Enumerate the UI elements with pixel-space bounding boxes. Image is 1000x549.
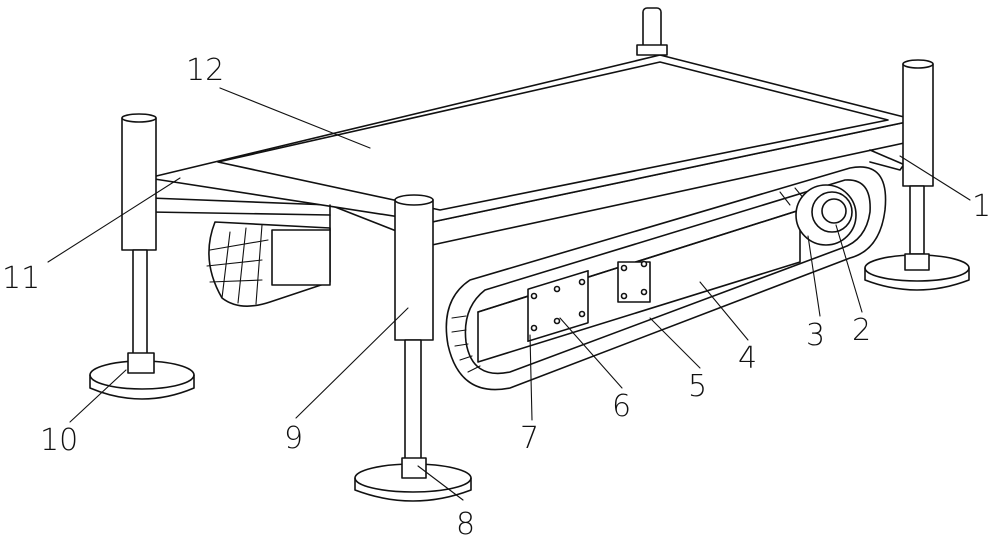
callout-9: 9 bbox=[284, 421, 303, 456]
platform-panel bbox=[217, 61, 889, 211]
callout-7: 7 bbox=[520, 421, 539, 456]
rear-post bbox=[636, 7, 668, 56]
callouts: 12 11 1 2 3 4 5 6 7 8 9 10 bbox=[2, 53, 991, 542]
callout-8: 8 bbox=[456, 507, 475, 542]
front-track bbox=[445, 166, 887, 391]
right-leg bbox=[864, 59, 970, 291]
callout-12: 12 bbox=[186, 53, 224, 88]
cover-plate-large bbox=[527, 269, 589, 343]
callout-1: 1 bbox=[972, 189, 991, 224]
callout-4: 4 bbox=[738, 341, 757, 376]
callout-6: 6 bbox=[612, 389, 631, 424]
left-leg bbox=[89, 113, 195, 400]
front-leg bbox=[354, 194, 472, 502]
leader-lines bbox=[47, 87, 971, 501]
callout-5: 5 bbox=[688, 369, 707, 404]
callout-2: 2 bbox=[852, 313, 871, 348]
callout-10: 10 bbox=[40, 423, 78, 458]
rear-track bbox=[206, 221, 331, 307]
callout-3: 3 bbox=[806, 318, 825, 353]
callout-11: 11 bbox=[2, 261, 40, 296]
